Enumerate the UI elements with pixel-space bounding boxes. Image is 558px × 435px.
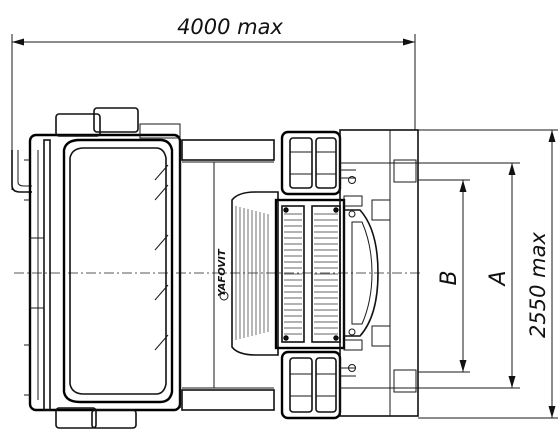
chassis-frame	[339, 129, 419, 417]
width-label: 2550 max	[526, 231, 550, 337]
cooling-ribs	[235, 206, 269, 340]
fifth-wheel	[343, 195, 379, 351]
engine-block	[274, 198, 346, 350]
dim-a-label: A	[486, 270, 511, 287]
length-dimension: 4000 max	[11, 15, 416, 190]
logo-text: YAFOVIT	[217, 248, 228, 296]
wheel-bottom	[280, 350, 342, 420]
logo-emblem-icon	[219, 291, 229, 301]
mirror-arm	[11, 150, 32, 193]
cab-body	[24, 107, 182, 429]
wheel-top	[280, 130, 342, 196]
dim-b-label: B	[437, 270, 462, 285]
roof-panel	[62, 138, 174, 404]
cab-rear: YAFOVIT	[179, 139, 279, 411]
arrow-left-icon	[12, 38, 24, 46]
arrow-right-icon	[403, 38, 415, 46]
length-label: 4000 max	[177, 15, 283, 39]
width-dimensions: B A 2550 max	[418, 129, 558, 419]
